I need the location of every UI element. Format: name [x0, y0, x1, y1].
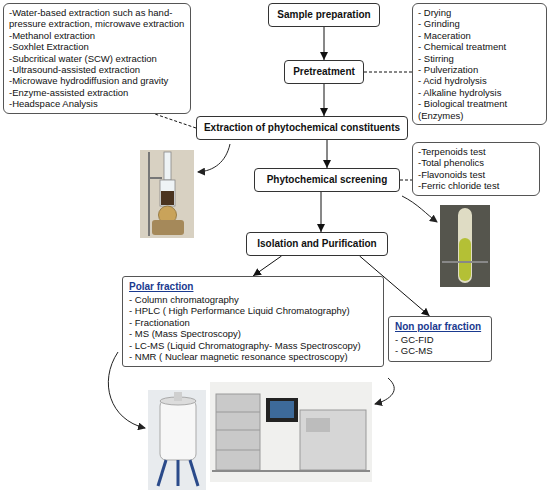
flow-arrow — [324, 84, 325, 116]
list-item: - GC-MS — [395, 345, 485, 356]
process-box: Sample preparation — [268, 3, 380, 27]
list-item: - NMR ( Nuclear magnetic resonance spect… — [129, 351, 377, 362]
test-tube-photo — [440, 205, 490, 287]
list-item: - Biological treatment (Enzymes) — [418, 98, 541, 121]
box-label: Extraction of phytochemical constituents — [203, 122, 401, 134]
list-item: -Subcritical water (SCW) extraction — [9, 53, 185, 64]
list-item: - LC-MS (Liquid Chromatography- Mass Spe… — [129, 340, 377, 351]
lcms-photo — [210, 382, 372, 482]
dashed-link — [364, 72, 412, 73]
list-item: - GC-FID — [395, 334, 485, 345]
list-item: - Drying — [418, 7, 541, 18]
process-box: Phytochemical screening — [254, 168, 400, 192]
photo-arrow — [198, 144, 230, 172]
box-label: Sample preparation — [275, 9, 373, 21]
fraction-heading: Polar fraction — [129, 281, 377, 293]
list-item: - Fractionation — [129, 317, 377, 328]
flow-arrow — [360, 256, 430, 316]
flow-arrow — [321, 192, 322, 232]
process-box: Pretreatment — [284, 60, 364, 84]
method-list: -Water-based extraction such as hand-pre… — [3, 3, 191, 114]
fraction-box: Polar fraction- Column chromatography- H… — [122, 276, 384, 367]
list-item: - Column chromatography — [129, 294, 377, 305]
soxhlet-photo — [140, 150, 194, 238]
list-item: - Pulverization — [418, 64, 541, 75]
list-item: -Ferric chloride test — [418, 180, 534, 191]
flow-arrow — [253, 256, 282, 276]
list-item: - HPLC ( High Performance Liquid Chromat… — [129, 305, 377, 316]
box-label: Phytochemical screening — [261, 174, 393, 186]
fraction-box: Non polar fraction- GC-FID- GC-MS — [388, 316, 492, 362]
photo-arrow — [375, 378, 394, 404]
flow-arrow — [327, 140, 328, 168]
fraction-heading: Non polar fraction — [395, 321, 485, 333]
list-item: - Acid hydrolysis — [418, 75, 541, 86]
list-item: - Alkaline hydrolysis — [418, 87, 541, 98]
photo-arrow — [402, 196, 437, 222]
photo-arrow — [108, 352, 145, 428]
list-item: - Chemical treatment — [418, 41, 541, 52]
list-item: - Grinding — [418, 18, 541, 29]
flow-arrow — [324, 27, 325, 60]
list-item: -Methanol extraction — [9, 30, 185, 41]
dashed-link — [153, 114, 196, 128]
list-item: -Total phenolics — [418, 157, 534, 168]
dashed-link — [400, 180, 412, 181]
method-list: -Terpenoids test-Total phenolics-Flavono… — [412, 142, 540, 196]
method-list: - Drying- Grinding- Maceration- Chemical… — [412, 3, 547, 125]
list-item: -Soxhlet Extraction — [9, 41, 185, 52]
list-item: -Water-based extraction such as hand-pre… — [9, 7, 185, 30]
list-item: - Stirring — [418, 53, 541, 64]
list-item: - MS (Mass Spectroscopy) — [129, 328, 377, 339]
process-box: Extraction of phytochemical constituents — [196, 116, 408, 140]
list-item: -Enzyme-assisted extraction — [9, 87, 185, 98]
box-label: Pretreatment — [291, 66, 357, 78]
list-item: -Flavonoids test — [418, 169, 534, 180]
list-item: - Maceration — [418, 30, 541, 41]
list-item: -Terpenoids test — [418, 146, 534, 157]
list-item: -Headspace Analysis — [9, 98, 185, 109]
nmr-photo — [148, 390, 206, 490]
process-box: Isolation and Purification — [246, 232, 388, 256]
list-item: -Microwave hydrodiffusion and gravity — [9, 75, 185, 86]
list-item: -Ultrasound-assisted extraction — [9, 64, 185, 75]
box-label: Isolation and Purification — [253, 238, 381, 250]
